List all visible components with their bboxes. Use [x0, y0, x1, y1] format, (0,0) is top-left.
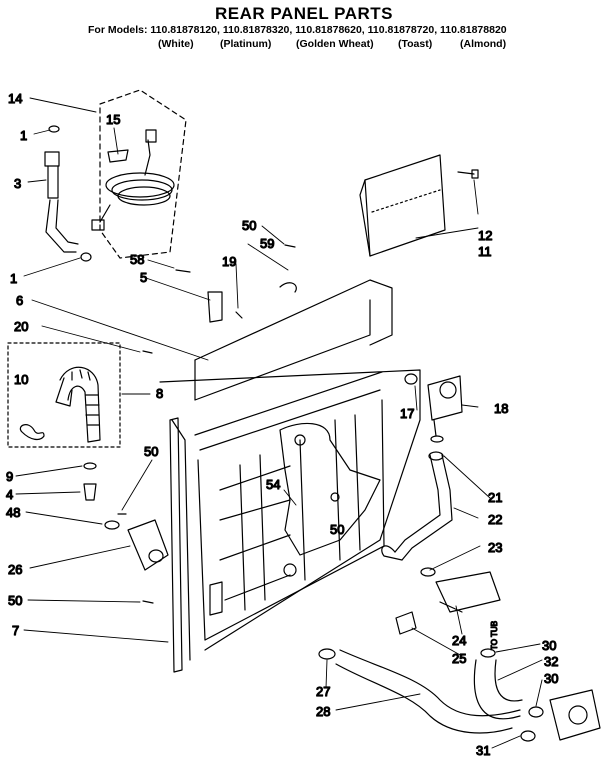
callout-21: 21: [488, 490, 502, 505]
callout-6: 6: [16, 293, 23, 308]
callout-1b: 1: [10, 271, 17, 286]
screw-12: [457, 169, 479, 179]
callout-50-mid: 50: [144, 444, 158, 459]
clamp-part-48: [104, 520, 120, 530]
callout-14: 14: [8, 91, 22, 106]
callout-9: 9: [6, 469, 13, 484]
leader-lines: [15, 97, 543, 749]
callout-50-low: 50: [8, 593, 22, 608]
callout-23: 23: [488, 540, 502, 555]
callout-19: 19: [222, 254, 236, 269]
screw-58: [175, 269, 191, 273]
callout-59: 59: [260, 236, 274, 251]
callout-12: 12: [478, 228, 492, 243]
rear-panel-part: [159, 279, 421, 661]
color-almond: (Almond): [460, 38, 507, 50]
coupling-part-4: [83, 483, 97, 501]
fill-hose-part: [381, 451, 453, 561]
plug-part-25: [395, 611, 417, 635]
callout-31: 31: [476, 743, 490, 758]
callout-10: 10: [14, 372, 28, 387]
side-rail-part: [169, 417, 183, 673]
callout-20: 20: [14, 319, 28, 334]
cord-clamp-part: [107, 149, 129, 163]
color-white: (White): [158, 38, 194, 50]
callout-28: 28: [316, 704, 330, 719]
callout-18: 18: [494, 401, 508, 416]
water-valve-part: [404, 373, 463, 443]
clip-59: [279, 282, 297, 293]
diagram-title: REAR PANEL PARTS: [214, 4, 394, 23]
callout-26: 26: [8, 562, 22, 577]
drain-hose-part: [55, 366, 101, 443]
callout-58: 58: [130, 252, 144, 267]
pump-part: [420, 567, 501, 613]
models-line: For Models: 110.81878120, 110.81878320, …: [88, 24, 507, 36]
washer-part: [48, 125, 60, 133]
callout-15: 15: [106, 112, 120, 127]
tub-hose-part: [473, 648, 601, 742]
callout-27: 27: [316, 684, 330, 699]
clamp-part-9: [83, 462, 97, 470]
color-golden-wheat: (Golden Wheat): [296, 38, 374, 50]
callout-50-center: 50: [330, 522, 344, 537]
callout-50-top: 50: [242, 218, 256, 233]
callout-48: 48: [6, 505, 20, 520]
inlet-part: [44, 151, 92, 262]
power-cord-part: [91, 129, 175, 231]
screw-20: [142, 350, 153, 354]
screw-50-top: [284, 244, 296, 248]
hose-kit-box: [7, 342, 121, 448]
callout-3: 3: [14, 176, 21, 191]
callout-8: 8: [156, 386, 163, 401]
drain-fitting-part: [127, 519, 169, 571]
color-platinum: (Platinum): [220, 38, 272, 50]
callout-54: 54: [266, 477, 280, 492]
callout-22: 22: [488, 512, 502, 527]
to-tub-label: TO TUB: [490, 621, 499, 650]
color-toast: (Toast): [398, 38, 433, 50]
callout-17: 17: [400, 406, 414, 421]
screw-50b: [142, 600, 154, 604]
callout-30b: 30: [544, 671, 558, 686]
clip-part: [19, 424, 45, 441]
pump-hose-part: [318, 648, 521, 734]
callout-7: 7: [12, 623, 19, 638]
bracket-5: [207, 291, 223, 323]
callout-11: 11: [478, 244, 492, 259]
cover-plate-part: [359, 154, 446, 257]
callout-32: 32: [544, 654, 558, 669]
callout-24: 24: [452, 633, 466, 648]
callout-1a: 1: [20, 128, 27, 143]
callout-25: 25: [452, 651, 466, 666]
screw-19: [235, 311, 243, 319]
callout-30a: 30: [542, 638, 556, 653]
callout-4: 4: [6, 487, 13, 502]
callout-5: 5: [140, 270, 147, 285]
